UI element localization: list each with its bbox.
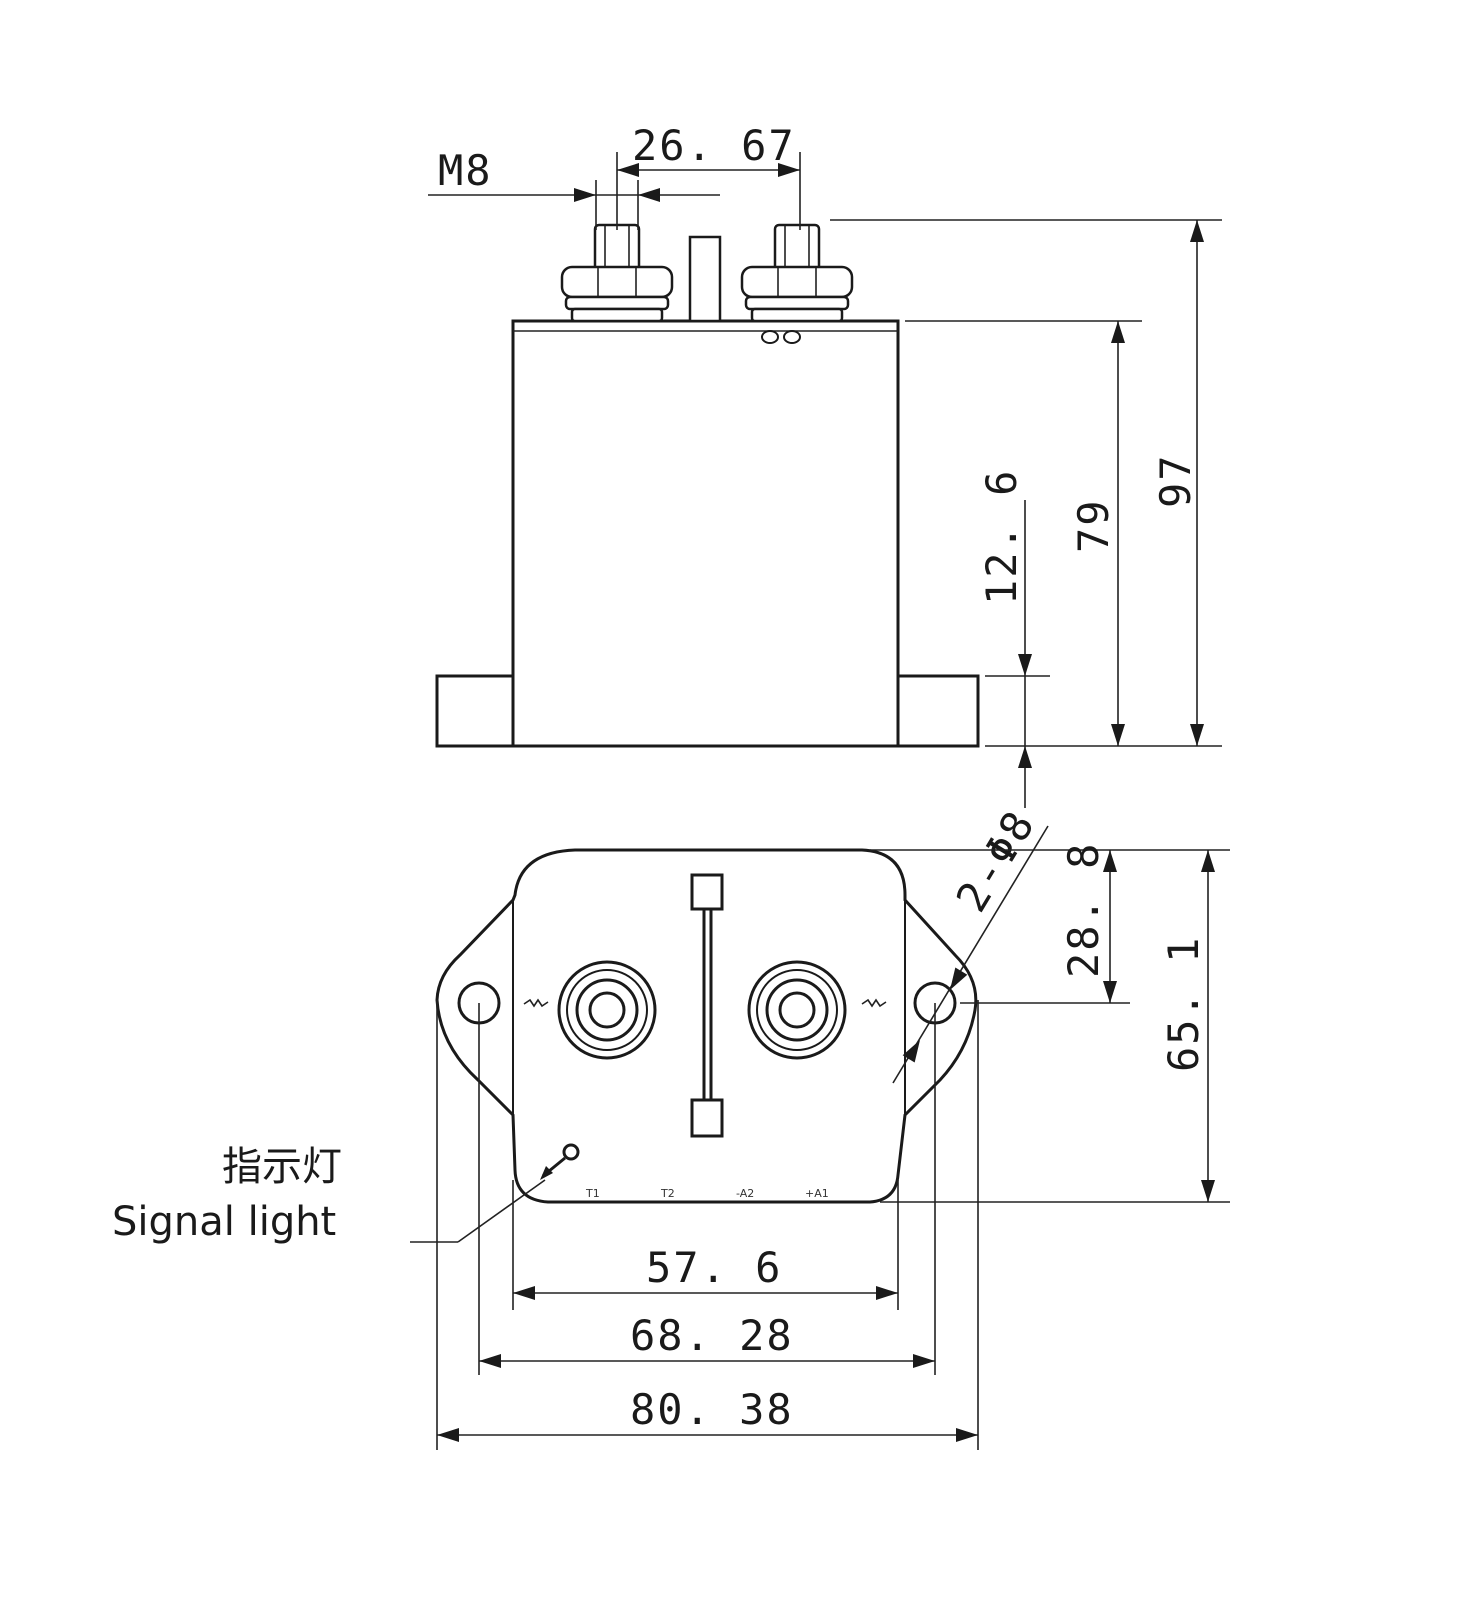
total-height-label: 97 xyxy=(1151,453,1200,508)
signal-light-cn: 指示灯 xyxy=(222,1144,342,1190)
m8-label: M8 xyxy=(438,146,493,195)
relay-body xyxy=(511,319,900,748)
flange-height-dimension: 12. 6 xyxy=(977,469,1050,808)
body-width-dimension: 57. 6 xyxy=(513,1243,898,1300)
center-tab xyxy=(688,235,722,323)
mount-hole-dimension: 2-Φ8 xyxy=(892,801,1049,1084)
bottom-view: T1 T2 -A2 +A1 指示灯 Signal light 2-Φ8 28. xyxy=(112,801,1230,1450)
side-view: M8 26. 67 97 79 xyxy=(428,121,1222,808)
terminal-marks: T1 T2 -A2 +A1 xyxy=(585,1187,829,1200)
right-terminal-stud xyxy=(740,223,854,323)
left-terminal-stud xyxy=(560,223,674,323)
right-mounting-flange xyxy=(896,674,980,748)
terminal-spacing-label: 26. 67 xyxy=(632,121,796,170)
body-height-label: 79 xyxy=(1069,498,1118,553)
signal-light-callout: 指示灯 Signal light xyxy=(112,1144,546,1245)
terminal-spacing-dimension: 26. 67 xyxy=(616,121,801,230)
mark-t2: T2 xyxy=(660,1187,675,1200)
body-width-label: 57. 6 xyxy=(646,1243,782,1292)
signal-light-en: Signal light xyxy=(112,1199,336,1245)
center-slot xyxy=(690,873,724,1138)
hole-pitch-dimension: 68. 28 xyxy=(479,1311,935,1368)
coil-lead-screws xyxy=(761,330,801,344)
flange-height-label: 12. 6 xyxy=(977,469,1026,605)
right-terminal-top xyxy=(747,960,847,1060)
mark-t1: T1 xyxy=(585,1187,600,1200)
overall-width-label: 80. 38 xyxy=(630,1385,794,1434)
m8-dimension: M8 xyxy=(428,146,720,230)
mount-hole-label: 2-Φ8 xyxy=(947,801,1045,920)
signal-light xyxy=(540,1143,580,1180)
hole-pitch-label: 68. 28 xyxy=(630,1311,794,1360)
base-outline xyxy=(435,848,978,1204)
left-terminal-top xyxy=(557,960,657,1060)
total-height-dimension: 97 xyxy=(830,219,1222,747)
left-mounting-flange xyxy=(435,674,515,748)
mark-a2: -A2 xyxy=(736,1187,754,1200)
overall-width-dimension: 80. 38 xyxy=(437,1385,978,1442)
depth-label: 65. 1 xyxy=(1159,936,1208,1072)
hole-offset-label: 28. 8 xyxy=(1059,842,1108,978)
hole-offset-dimension: 28. 8 xyxy=(870,842,1230,1004)
body-height-dimension: 79 xyxy=(905,320,1142,746)
mark-a1: +A1 xyxy=(805,1187,829,1200)
depth-dimension: 65. 1 xyxy=(880,850,1230,1203)
